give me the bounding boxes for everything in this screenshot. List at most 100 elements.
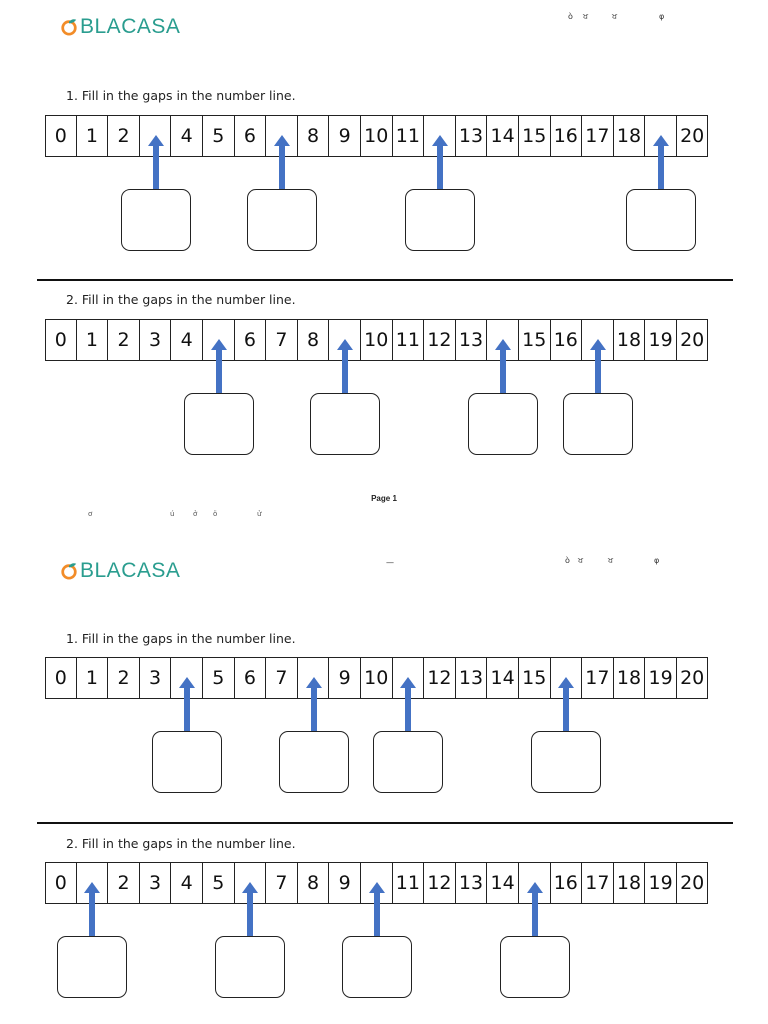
number-cell: 13 [455, 862, 488, 904]
number-cell: 0 [45, 115, 77, 157]
up-arrow-icon [84, 882, 101, 936]
number-cell: 1 [76, 115, 109, 157]
brand-leaf-icon [61, 18, 77, 36]
brand-name: BLACASA [80, 15, 181, 38]
number-cell: 9 [329, 862, 361, 904]
answer-box[interactable] [152, 731, 223, 793]
number-cell: 18 [613, 657, 646, 699]
number-cell: 15 [518, 319, 551, 361]
footer-mark: ö [213, 510, 218, 518]
number-cell: 12 [424, 657, 456, 699]
answer-box[interactable] [278, 731, 349, 793]
number-cell: 19 [645, 862, 677, 904]
number-cell: 6 [234, 319, 267, 361]
brand-logo: BLACASA [60, 16, 180, 37]
question-2-text: 2. Fill in the gaps in the number line. [66, 292, 296, 307]
answer-box[interactable] [626, 189, 697, 251]
number-cell: 7 [266, 657, 298, 699]
answer-box[interactable] [341, 936, 412, 998]
answer-box[interactable] [215, 936, 286, 998]
number-cell: 4 [171, 115, 203, 157]
answer-box[interactable] [120, 189, 191, 251]
answer-box[interactable] [57, 936, 128, 998]
number-cell: 14 [487, 657, 519, 699]
number-cell: 6 [234, 115, 267, 157]
page-number: Page 1 [371, 494, 397, 503]
number-cell: 20 [676, 657, 709, 699]
number-cell: 14 [487, 115, 519, 157]
number-cell: 2 [108, 319, 140, 361]
number-cell: 0 [45, 319, 77, 361]
up-arrow-icon [653, 135, 670, 189]
answer-box[interactable] [373, 731, 444, 793]
up-arrow-icon [495, 339, 512, 393]
section-divider [37, 822, 733, 824]
number-cell: 2 [108, 115, 140, 157]
number-cell: 13 [455, 319, 488, 361]
number-cell: 9 [329, 115, 361, 157]
answer-box[interactable] [563, 393, 633, 455]
number-cell: 17 [582, 657, 614, 699]
up-arrow-icon [274, 135, 290, 189]
number-cell: 7 [266, 319, 298, 361]
header-mark: ò [568, 12, 573, 21]
answer-box[interactable] [468, 393, 539, 455]
header-dash: — [386, 558, 394, 567]
up-arrow-icon [590, 339, 606, 393]
number-cell: 14 [487, 862, 519, 904]
number-cell: 11 [392, 319, 425, 361]
answer-box[interactable] [247, 189, 317, 251]
number-cell: 0 [45, 862, 77, 904]
header-mark: φ [654, 556, 660, 565]
up-arrow-icon [305, 677, 322, 731]
answer-box[interactable] [310, 393, 381, 455]
number-cell: 20 [676, 115, 709, 157]
question-2-text: 2. Fill in the gaps in the number line. [66, 836, 296, 851]
brand-logo: BLACASA [60, 560, 180, 581]
up-arrow-icon [558, 677, 575, 731]
number-cell: 17 [582, 115, 614, 157]
header-mark: φ [659, 12, 665, 21]
number-cell: 11 [392, 115, 425, 157]
number-cell: 15 [518, 115, 551, 157]
up-arrow-icon [526, 882, 543, 936]
number-cell: 12 [424, 862, 456, 904]
section-divider [37, 279, 733, 281]
number-cell: 18 [613, 319, 646, 361]
number-cell: 10 [360, 115, 393, 157]
header-mark: ò [565, 556, 570, 565]
brand-leaf-icon [61, 562, 77, 580]
number-cell: 17 [582, 862, 614, 904]
answer-box[interactable] [405, 189, 475, 251]
brand-name: BLACASA [80, 559, 181, 582]
number-cell: 16 [550, 115, 583, 157]
number-cell: 3 [139, 862, 172, 904]
answer-box[interactable] [499, 936, 570, 998]
header-mark: ਖ [612, 12, 618, 21]
number-cell: 18 [613, 115, 646, 157]
number-cell: 6 [234, 657, 267, 699]
up-arrow-icon [242, 882, 259, 936]
footer-mark: ử [257, 510, 262, 518]
number-cell: 20 [676, 862, 709, 904]
number-cell: 1 [76, 657, 109, 699]
up-arrow-icon [432, 135, 448, 189]
number-cell: 11 [392, 862, 425, 904]
up-arrow-icon [400, 677, 417, 731]
number-cell: 15 [518, 657, 551, 699]
header-mark: ਖ [608, 556, 614, 565]
number-cell: 4 [171, 319, 203, 361]
answer-box[interactable] [183, 393, 254, 455]
header-mark: ਖ [583, 12, 589, 21]
number-cell: 18 [613, 862, 646, 904]
number-cell: 5 [202, 657, 235, 699]
answer-box[interactable] [531, 731, 602, 793]
number-cell: 19 [645, 657, 677, 699]
number-cell: 2 [108, 657, 140, 699]
number-cell: 1 [76, 319, 109, 361]
footer-mark: ở [193, 510, 198, 518]
up-arrow-icon [147, 135, 164, 189]
